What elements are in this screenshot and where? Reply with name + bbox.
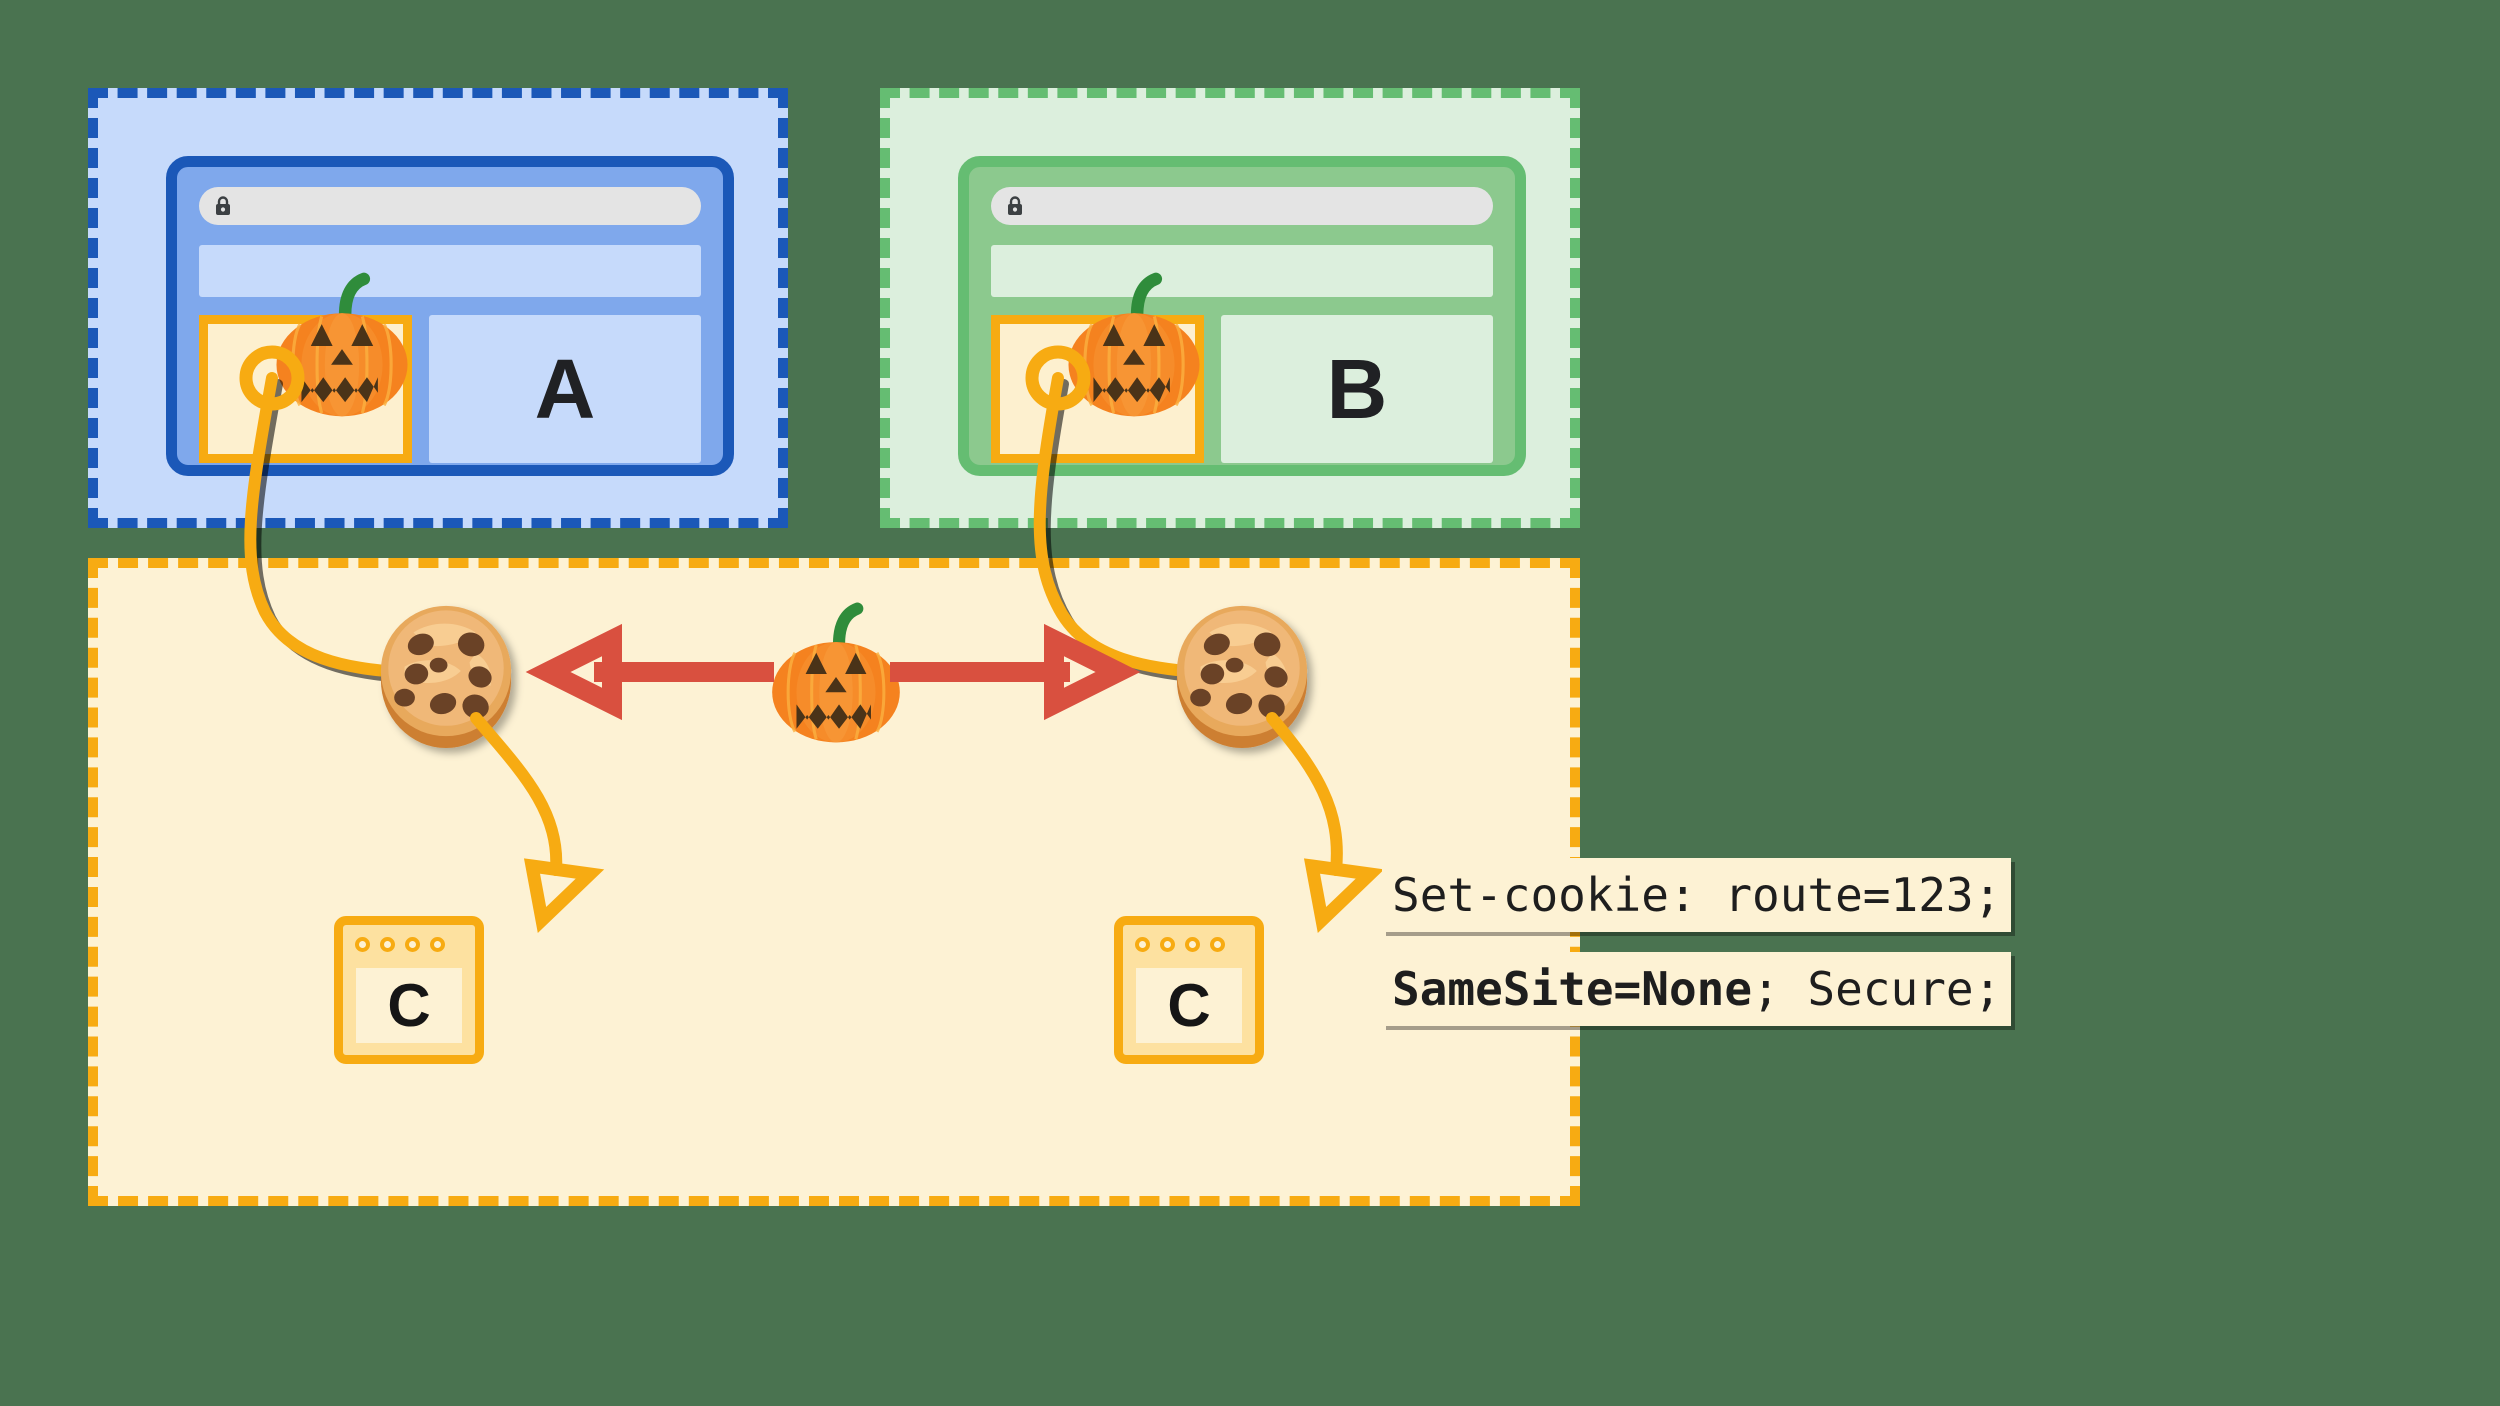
- server-dot-icon: [1135, 937, 1150, 952]
- browser-window-b: B: [958, 156, 1526, 476]
- content-strip-b: [991, 245, 1493, 297]
- server-box-c-left: C: [334, 916, 484, 1064]
- code-label-set-cookie: Set-cookie: route=123;: [1382, 858, 2012, 932]
- server-letter-right: C: [1167, 971, 1211, 1039]
- server-letter-left: C: [387, 971, 431, 1039]
- code-samesite-rest: ; Secure;: [1752, 962, 2002, 1016]
- browser-window-a: A: [166, 156, 734, 476]
- embedded-frame-b: [991, 315, 1204, 463]
- content-strip-a: [199, 245, 701, 297]
- server-titlebar-dots-left: [355, 937, 445, 952]
- server-dot-icon: [1185, 937, 1200, 952]
- page-body-a: A: [429, 315, 701, 463]
- page-body-b: B: [1221, 315, 1493, 463]
- embedded-frame-a: [199, 315, 412, 463]
- server-dot-icon: [380, 937, 395, 952]
- server-screen-left: C: [356, 968, 462, 1043]
- server-dot-icon: [405, 937, 420, 952]
- server-dot-icon: [1160, 937, 1175, 952]
- site-letter-a: A: [534, 342, 596, 436]
- url-bar-b[interactable]: [991, 187, 1493, 225]
- code-samesite-bold: SameSite=None: [1392, 962, 1753, 1016]
- context-panel-b: B: [880, 88, 1580, 528]
- context-panel-a: A: [88, 88, 788, 528]
- server-dot-icon: [1210, 937, 1225, 952]
- server-dot-icon: [355, 937, 370, 952]
- server-titlebar-dots-right: [1135, 937, 1225, 952]
- lock-icon: [216, 196, 230, 215]
- url-bar-a[interactable]: [199, 187, 701, 225]
- code-label-samesite: SameSite=None; Secure;: [1382, 952, 2012, 1026]
- server-dot-icon: [430, 937, 445, 952]
- server-screen-right: C: [1136, 968, 1242, 1043]
- site-letter-b: B: [1326, 342, 1388, 436]
- lock-icon: [1008, 196, 1022, 215]
- server-box-c-right: C: [1114, 916, 1264, 1064]
- context-panel-c: [88, 558, 1580, 1206]
